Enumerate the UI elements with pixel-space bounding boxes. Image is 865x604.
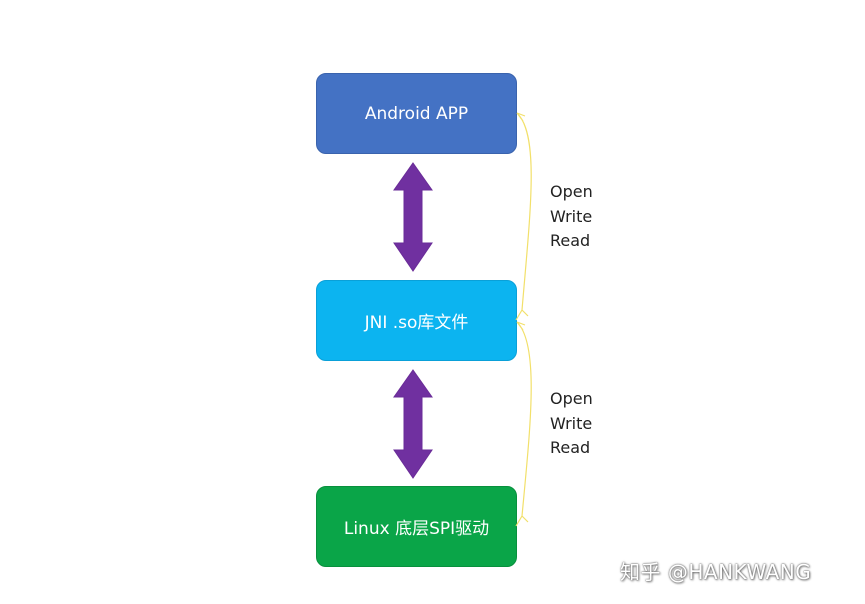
bracket-app-jni [515,112,532,321]
ops-label-group-2: Open Write Read [550,387,593,461]
android-app-label: Android APP [364,103,469,124]
linux-spi-driver-label: Linux 底层SPI驱动 [343,519,490,539]
jni-so-library-node: JNI .so库文件 [316,280,517,361]
ops-label-group-1: Open Write Read [550,180,593,254]
jni-so-library-label: JNI .so库文件 [364,313,469,333]
op-write-label: Write [550,413,593,433]
bracket-jni-driver [515,321,532,527]
op-open-label: Open [550,389,593,408]
zhihu-watermark: 知乎 @HANKWANG [620,560,812,584]
op-write-label: Write [550,206,593,226]
op-read-label: Read [550,231,591,250]
bidirectional-arrow-app-jni [393,162,433,272]
bidirectional-arrow-jni-driver [393,369,433,479]
linux-spi-driver-node: Linux 底层SPI驱动 [316,486,517,567]
op-open-label: Open [550,182,593,201]
android-app-node: Android APP [316,73,517,154]
op-read-label: Read [550,438,591,457]
